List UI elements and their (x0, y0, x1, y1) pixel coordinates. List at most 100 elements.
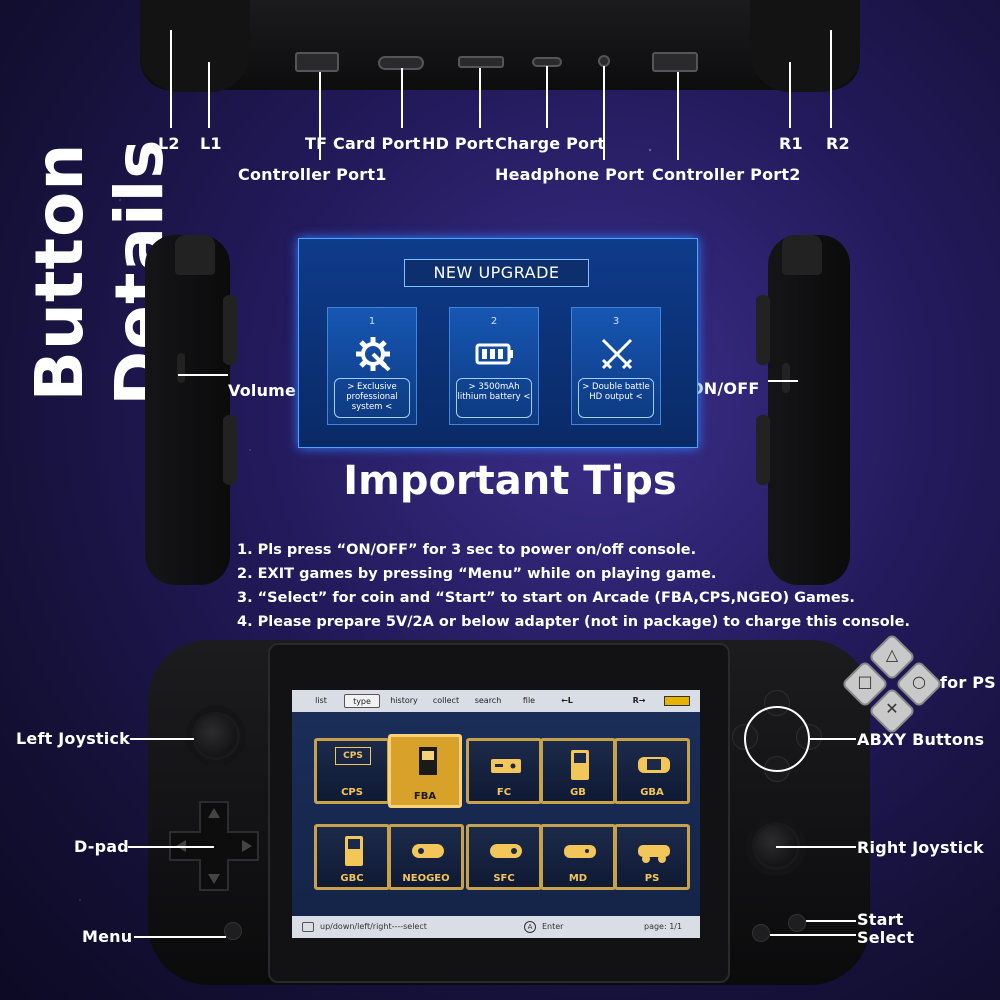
ps-controller-icon (638, 845, 670, 863)
game-tile-fc[interactable]: FC (466, 738, 542, 804)
game-tile-neogeo[interactable]: NEOGEO (388, 824, 464, 890)
label-r2: R2 (826, 134, 850, 153)
volume-leader (178, 374, 228, 376)
left-grip (140, 0, 250, 92)
right-side-bump-lower (756, 415, 770, 485)
label-controller-port2: Controller Port2 (652, 165, 801, 184)
device-left-side-view (145, 235, 237, 585)
right-side-bump (756, 295, 770, 365)
game-name: GBC (340, 873, 364, 884)
start-leader (806, 920, 856, 922)
arcade-cabinet-icon (419, 747, 437, 775)
nav-left-hint: ←L (561, 696, 573, 705)
dpad[interactable] (168, 800, 260, 892)
label-l2: L2 (158, 134, 180, 153)
game-name: GB (570, 787, 586, 798)
label-select: Select (857, 928, 915, 947)
gameboy-icon (571, 750, 589, 780)
screen-footer: up/down/left/right----select A Enter pag… (292, 916, 700, 938)
r1-leader (789, 62, 791, 128)
dpad-hint-icon (302, 922, 314, 932)
game-tile-gba[interactable]: GBA (614, 738, 690, 804)
r2-leader (830, 30, 832, 128)
crossed-swords-icon (601, 338, 633, 370)
game-tile-fba[interactable]: FBA (388, 734, 462, 808)
abxy-leader (808, 738, 856, 740)
circle-icon: ○ (912, 672, 926, 691)
tf-leader (401, 68, 403, 128)
label-dpad: D-pad (74, 837, 129, 856)
left-joystick[interactable] (192, 712, 240, 760)
neogeo-controller-icon (412, 844, 444, 858)
game-tile-md[interactable]: MD (540, 824, 616, 890)
hd-leader (479, 68, 481, 128)
tab-history[interactable]: history (390, 696, 418, 705)
gba-icon (638, 757, 670, 773)
start-button[interactable] (788, 914, 806, 932)
screen-battery-icon (664, 696, 690, 706)
upgrade-card-battery: 2 > 3500mAh lithium battery < (449, 307, 539, 425)
menu-leader (134, 936, 226, 938)
game-tile-gbc[interactable]: GBC (314, 824, 390, 890)
upgrade-title: NEW UPGRADE (404, 259, 589, 287)
card-text: > 3500mAh lithium battery < (456, 378, 532, 418)
volume-rocker (177, 353, 185, 383)
gear-wrench-icon (356, 337, 391, 372)
upgrade-card-output: 3 > Double battle HD output < (571, 307, 661, 425)
tips-title: Important Tips (343, 458, 677, 504)
game-tile-cps[interactable]: CPS CPS (314, 738, 390, 804)
power-switch (782, 363, 790, 393)
label-start: Start (857, 910, 904, 929)
upgrade-panel: NEW UPGRADE 1 > Exclusive professional s… (298, 238, 698, 448)
select-leader (770, 934, 856, 936)
footer-page: page: 1/1 (644, 922, 683, 931)
right-shoulder-buttons (782, 235, 822, 275)
right-joystick-leader (776, 846, 856, 848)
footer-enter-hint: Enter (542, 922, 564, 931)
right-grip (750, 0, 860, 92)
controller-port2-slot (652, 52, 698, 72)
left-side-bump-lower (223, 415, 237, 485)
tab-collect[interactable]: collect (432, 696, 460, 705)
fc-controller-icon (491, 759, 521, 773)
tab-search[interactable]: search (474, 696, 502, 705)
onoff-leader (768, 380, 798, 382)
device-right-side-view (756, 235, 850, 585)
label-tf-card-port: TF Card Port (305, 134, 421, 153)
menu-button[interactable] (224, 922, 242, 940)
tip-item: 2. EXIT games by pressing “Menu” while o… (237, 566, 717, 582)
select-button[interactable] (752, 924, 770, 942)
game-tile-ps[interactable]: PS (614, 824, 690, 890)
label-headphone-port: Headphone Port (495, 165, 645, 184)
card-text: > Exclusive professional system < (334, 378, 410, 418)
label-controller-port1: Controller Port1 (238, 165, 387, 184)
game-name: FC (496, 787, 512, 798)
label-onoff: ON/OFF (690, 379, 760, 398)
controller1-leader (319, 72, 321, 160)
left-shoulder-buttons (175, 235, 215, 275)
controller2-leader (677, 72, 679, 160)
tab-file[interactable]: file (522, 696, 536, 705)
game-name: MD (568, 873, 588, 884)
footer-select-hint: up/down/left/right----select (320, 922, 427, 931)
l2-leader (170, 30, 172, 128)
label-menu: Menu (82, 927, 133, 946)
dpad-leader (128, 846, 214, 848)
label-abxy-buttons: ABXY Buttons (857, 730, 985, 749)
tab-list[interactable]: list (315, 696, 327, 705)
l1-leader (208, 62, 210, 128)
triangle-icon: △ (885, 645, 899, 664)
game-tile-gb[interactable]: GB (540, 738, 616, 804)
game-name: PS (644, 873, 660, 884)
card-number: 1 (368, 316, 376, 327)
tab-type[interactable]: type (344, 694, 380, 708)
card-number: 2 (490, 316, 498, 327)
card-text: > Double battle HD output < (578, 378, 654, 418)
controller-port1-slot (295, 52, 339, 72)
ps-button-diagram: △ ○ ✕ □ (840, 632, 944, 736)
left-side-bump (223, 295, 237, 365)
label-r1: R1 (779, 134, 803, 153)
game-tile-sfc[interactable]: SFC (466, 824, 542, 890)
game-name: CPS (341, 787, 363, 798)
tip-item: 3. “Select” for coin and “Start” to star… (237, 590, 855, 606)
